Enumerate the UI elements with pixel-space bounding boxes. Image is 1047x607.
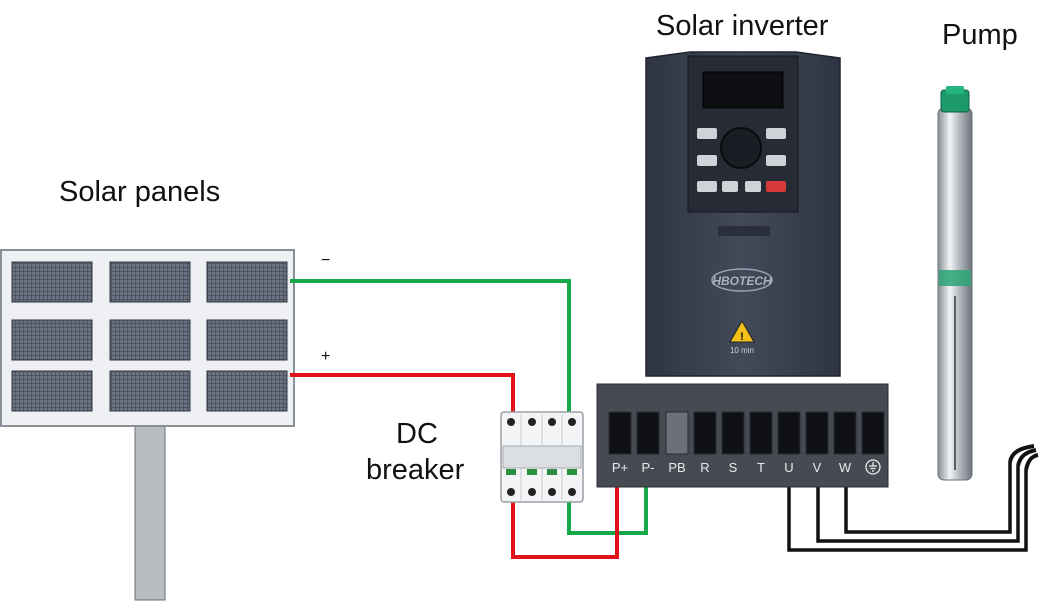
dc-breaker-label-line2: breaker [366,454,465,486]
dc-breaker-label-line1: DC [396,418,438,450]
terminal-slot [861,411,885,455]
positive-wire [290,373,515,422]
dial-knob-icon [720,127,762,169]
pump [937,86,973,481]
terminal-slot [721,411,745,455]
terminal-slot [693,411,717,455]
terminal-label-w: W [839,460,852,475]
terminal-label-t: T [757,460,765,475]
positive-terminal-label: + [321,348,331,365]
inverter-keypad [697,127,786,192]
dc-breaker [500,411,584,503]
terminal-label-v: V [813,460,822,475]
panel-cells [11,261,288,412]
solar-panel [0,249,295,601]
pump-cable [1008,444,1035,463]
terminal-slot [665,411,689,455]
terminal-label-r: R [700,460,709,475]
motor-wire-v [816,466,1020,543]
wiring [290,279,1039,559]
terminal-label-pplus: P+ [612,460,628,475]
motor-wire-u [787,470,1028,552]
terminal-block: P+ P- PB R S T U V W [596,383,889,488]
negative-wire [290,279,571,422]
svg-text:10 min: 10 min [730,346,754,355]
svg-text:!: ! [740,331,744,343]
terminal-label-pb: PB [668,460,685,475]
terminal-slot [636,411,660,455]
terminal-slot [749,411,773,455]
svg-text:HBOTECH: HBOTECH [712,274,772,288]
terminal-label-u: U [784,460,793,475]
warning-icon: ! 10 min [729,319,755,355]
terminal-slot [805,411,829,455]
positive-wire-to-inverter [511,470,619,559]
solar-panels-label: Solar panels [59,176,221,208]
inverter-logo: HBOTECH [711,268,773,292]
solar-inverter-label: Solar inverter [656,10,829,42]
terminal-slot [833,411,857,455]
motor-wire-w [844,462,1012,534]
panel-pole [134,423,166,601]
negative-wire-to-inverter [567,470,648,535]
pump-label: Pump [942,19,1018,51]
terminal-label-pminus: P- [642,460,655,475]
terminal-label-s: S [729,460,738,475]
negative-terminal-label: − [321,252,331,269]
terminal-slot [777,411,801,455]
terminal-slot [608,411,632,455]
ground-icon [865,459,881,475]
solar-inverter: HBOTECH ! 10 min P+ P- PB R S T U V W [596,51,889,488]
